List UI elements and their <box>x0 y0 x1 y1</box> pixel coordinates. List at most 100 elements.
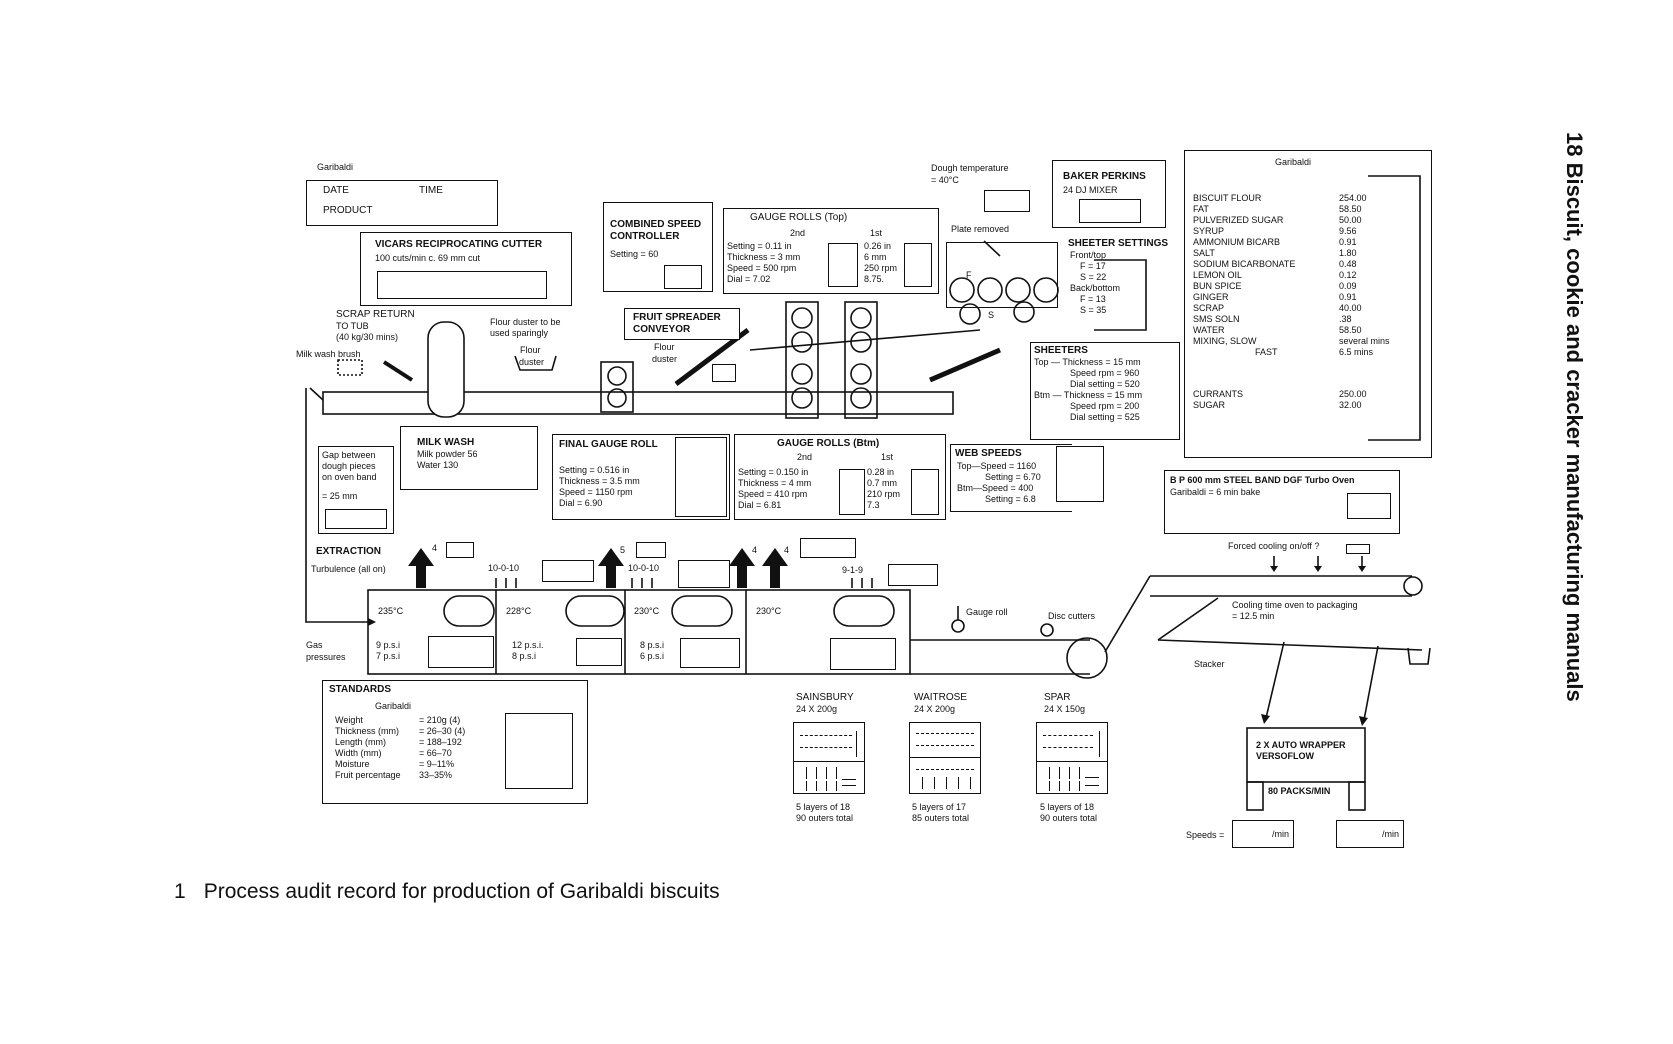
web-lines: Top—Speed = 1160 Setting = 6.70 Btm—Spee… <box>957 461 1041 505</box>
recipe-item: PULVERIZED SUGAR <box>1193 215 1284 225</box>
recipe-item: BUN SPICE <box>1193 281 1242 291</box>
customer-pack: 24 X 200g <box>914 704 956 714</box>
gauge-top-row: Thickness = 3 mm <box>727 252 801 262</box>
dough-temp-field[interactable] <box>984 190 1030 212</box>
recipe-value: 9.56 <box>1339 226 1357 236</box>
gauge-top-2nd-field[interactable] <box>828 243 858 287</box>
burner-field-1[interactable] <box>542 560 594 582</box>
recipe-value: 0.09 <box>1339 281 1357 291</box>
gauge-top-col1: 1st <box>870 228 883 238</box>
final-gauge-field[interactable] <box>675 437 727 517</box>
zone-temp: 228°C <box>506 606 532 616</box>
gas-value: 9 p.s.i <box>376 640 401 650</box>
customer-pack: 24 X 200g <box>796 704 838 714</box>
extraction-field-2[interactable] <box>636 542 666 558</box>
oven-info-sub: Garibaldi = 6 min bake <box>1170 487 1261 497</box>
speed-field-1[interactable]: /min <box>1232 820 1294 848</box>
gas-field-4[interactable] <box>830 638 896 670</box>
extraction-field-1[interactable] <box>446 542 474 558</box>
gauge-btm-1st-field[interactable] <box>911 469 939 515</box>
scrap-tub <box>427 321 465 418</box>
customer-waitrose-layers: 5 layers of 17 85 outers total <box>912 802 969 824</box>
roller-s-label: S <box>988 310 995 320</box>
standards-field[interactable] <box>505 713 573 789</box>
gauge-top-1st-field[interactable] <box>904 243 932 287</box>
forced-cooling-label: Forced cooling on/off ? <box>1228 541 1320 551</box>
milk-wash-title: MILK WASH <box>417 437 475 448</box>
burner-field-3[interactable] <box>888 564 938 586</box>
pallet-spar <box>1036 722 1108 794</box>
recipe-values: 254.00 58.50 50.00 9.56 0.91 1.80 0.48 0… <box>1339 193 1390 358</box>
standards-value: = 66–70 <box>419 748 452 758</box>
mixer-box: BAKER PERKINS 24 DJ MIXER <box>1052 160 1166 228</box>
recipe-item: FAT <box>1193 204 1209 214</box>
cooling-time: Cooling time oven to packaging = 12.5 mi… <box>1232 600 1358 622</box>
burner-field-2[interactable] <box>678 560 730 588</box>
milk-wash-brush <box>337 359 363 376</box>
speed-field-2[interactable]: /min <box>1336 820 1404 848</box>
gauge-top-first: 8.75. <box>864 274 885 284</box>
gauge-btm-first: 0.28 in <box>867 467 895 477</box>
vicars-title: VICARS RECIPROCATING CUTTER <box>375 239 543 250</box>
gap-box: Gap between dough pieces on oven band = … <box>318 446 394 534</box>
sheeter-settings-line: Back/bottom <box>1070 283 1121 293</box>
gauge-btm-row: Thickness = 4 mm <box>738 478 812 488</box>
disc-cutters-label: Disc cutters <box>1048 611 1096 621</box>
recipe-items: BISCUIT FLOUR FAT PULVERIZED SUGAR SYRUP… <box>1193 193 1295 358</box>
recipe-value: 1.80 <box>1339 248 1357 258</box>
gauge-top-title: GAUGE ROLLS (Top) <box>750 212 848 223</box>
oven-info-title: B P 600 mm STEEL BAND DGF Turbo Oven <box>1170 475 1355 485</box>
recipe-item: SYRUP <box>1193 226 1225 236</box>
fruit-l1: FRUIT SPREADER <box>633 312 721 323</box>
forced-cooling-arrows <box>1270 556 1366 572</box>
forced-cooling-field[interactable] <box>1346 544 1370 554</box>
gas-field-3[interactable] <box>680 638 740 668</box>
recipe-title: Garibaldi <box>1275 157 1312 167</box>
recipe-item: SALT <box>1193 248 1215 258</box>
customer-layers: 5 layers of 17 <box>912 802 967 812</box>
pallet-sainsbury <box>793 722 865 794</box>
extraction-n2: 5 <box>620 545 626 555</box>
recipe-item: SODIUM BICARBONATE <box>1193 259 1296 269</box>
recipe-value: 0.12 <box>1339 270 1357 280</box>
web-line: Btm—Speed = 400 <box>957 483 1034 493</box>
standards-value: = 210g (4) <box>419 715 461 725</box>
standards-label: Fruit percentage <box>335 770 401 780</box>
web-speeds-field[interactable] <box>1056 446 1104 502</box>
gauge-btm-2nd-field[interactable] <box>839 469 865 515</box>
recipe-value: 58.50 <box>1339 204 1362 214</box>
recipe-box: Garibaldi BISCUIT FLOUR FAT PULVERIZED S… <box>1184 150 1432 458</box>
gas-field-1[interactable] <box>428 636 494 668</box>
standards-labels: Weight Thickness (mm) Length (mm) Width … <box>335 715 401 781</box>
customer-name: SAINSBURY <box>796 692 854 703</box>
extraction-sub: Turbulence (all on) <box>311 564 386 574</box>
dough-temp-value: = 40°C <box>931 175 959 185</box>
recipe-value: 40.00 <box>1339 303 1362 313</box>
combined-speed-box: COMBINED SPEED CONTROLLER Setting = 60 <box>603 202 713 292</box>
scrap-l3: (40 kg/30 mins) <box>336 332 399 342</box>
sheeter-settings-line: S = 35 <box>1080 305 1107 315</box>
recipe-value: 0.91 <box>1339 292 1357 302</box>
recipe-item: BISCUIT FLOUR <box>1193 193 1262 203</box>
mixer-field[interactable] <box>1079 199 1141 223</box>
extraction-field-3[interactable] <box>800 538 856 558</box>
combined-title1: COMBINED SPEED <box>610 219 702 230</box>
oven-info-field[interactable] <box>1347 493 1391 519</box>
fruit-duster-field[interactable] <box>712 364 736 382</box>
gauge-top-col2: 2nd <box>790 228 806 238</box>
header-garibaldi: Garibaldi <box>317 162 354 172</box>
time-label: TIME <box>419 185 443 196</box>
combined-entry-field[interactable] <box>664 265 702 289</box>
standards-value: = 26–30 (4) <box>419 726 466 736</box>
auto-wrapper-body <box>1246 727 1366 783</box>
recipe-value: 50.00 <box>1339 215 1362 225</box>
sheeters-line: Top — Thickness = 15 mm <box>1034 357 1141 367</box>
gap-l1: Gap between <box>322 450 376 460</box>
gap-field[interactable] <box>325 509 387 529</box>
recipe-item: WATER <box>1193 325 1225 335</box>
gauge-btm-col2: 2nd <box>797 452 813 462</box>
gauge-btm-first: 0.7 mm <box>867 478 898 488</box>
gas-field-2[interactable] <box>576 638 622 666</box>
vicars-entry-field[interactable] <box>377 271 547 299</box>
